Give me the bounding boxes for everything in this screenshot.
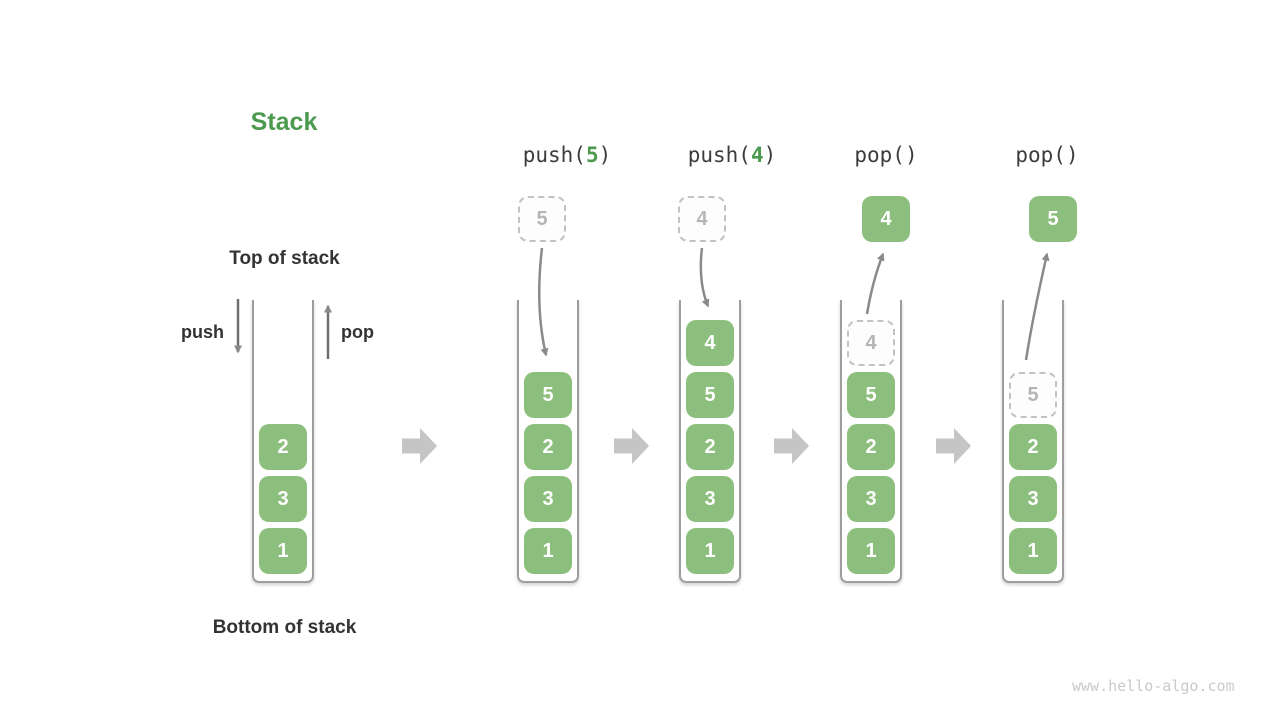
op-label-pop-1: pop() — [806, 143, 966, 167]
next-state-block-arrow-icon — [614, 428, 649, 464]
bottom-of-stack-label: Bottom of stack — [212, 617, 357, 638]
removed-element-ghost: 4 — [847, 320, 895, 366]
op-text: ) — [1065, 143, 1079, 167]
op-text: pop( — [1015, 143, 1066, 167]
stack-element: 4 — [686, 320, 734, 366]
push-label: push — [181, 322, 224, 342]
op-arg: 5 — [585, 143, 599, 167]
stack-element: 2 — [1009, 424, 1057, 470]
stack-element: 3 — [686, 476, 734, 522]
stack-element: 3 — [524, 476, 572, 522]
stack-container-push-5 — [517, 300, 579, 583]
stack-element: 2 — [524, 424, 572, 470]
stack-container-pop-1 — [840, 300, 902, 583]
stack-element: 1 — [524, 528, 572, 574]
op-label-pop-2: pop() — [967, 143, 1127, 167]
op-label-push-5: push(5) — [487, 143, 647, 167]
op-text: ) — [598, 143, 612, 167]
stack-element: 1 — [847, 528, 895, 574]
removed-element-ghost: 5 — [1009, 372, 1057, 418]
next-state-block-arrow-icon — [774, 428, 809, 464]
op-text: pop( — [854, 143, 905, 167]
stack-element: 5 — [686, 372, 734, 418]
stack-element: 2 — [686, 424, 734, 470]
watermark: www.hello-algo.com — [1072, 677, 1235, 695]
incoming-element-ghost: 5 — [518, 196, 566, 242]
incoming-element-ghost: 4 — [678, 196, 726, 242]
push-4-curved-arrow-icon — [699, 247, 710, 308]
op-arg: 4 — [750, 143, 764, 167]
stack-element: 3 — [847, 476, 895, 522]
stack-container-initial — [252, 300, 314, 583]
next-state-block-arrow-icon — [936, 428, 971, 464]
stack-element: 5 — [847, 372, 895, 418]
op-text: push( — [522, 143, 586, 167]
stack-element: 1 — [686, 528, 734, 574]
op-text: push( — [687, 143, 751, 167]
op-text: ) — [763, 143, 777, 167]
popped-element: 5 — [1029, 196, 1077, 242]
stack-element: 5 — [524, 372, 572, 418]
popped-element: 4 — [862, 196, 910, 242]
diagram-title: Stack — [250, 108, 318, 136]
top-of-stack-label: Top of stack — [229, 248, 340, 269]
stack-element: 1 — [1009, 528, 1057, 574]
stack-element: 3 — [1009, 476, 1057, 522]
stack-element: 2 — [847, 424, 895, 470]
stack-element: 3 — [259, 476, 307, 522]
pop-label: pop — [341, 322, 374, 342]
op-text: ) — [904, 143, 918, 167]
stack-container-pop-2 — [1002, 300, 1064, 583]
stack-element: 2 — [259, 424, 307, 470]
op-label-push-4: push(4) — [652, 143, 812, 167]
next-state-block-arrow-icon — [402, 428, 437, 464]
stack-element: 1 — [259, 528, 307, 574]
stack-container-push-4 — [679, 300, 741, 583]
